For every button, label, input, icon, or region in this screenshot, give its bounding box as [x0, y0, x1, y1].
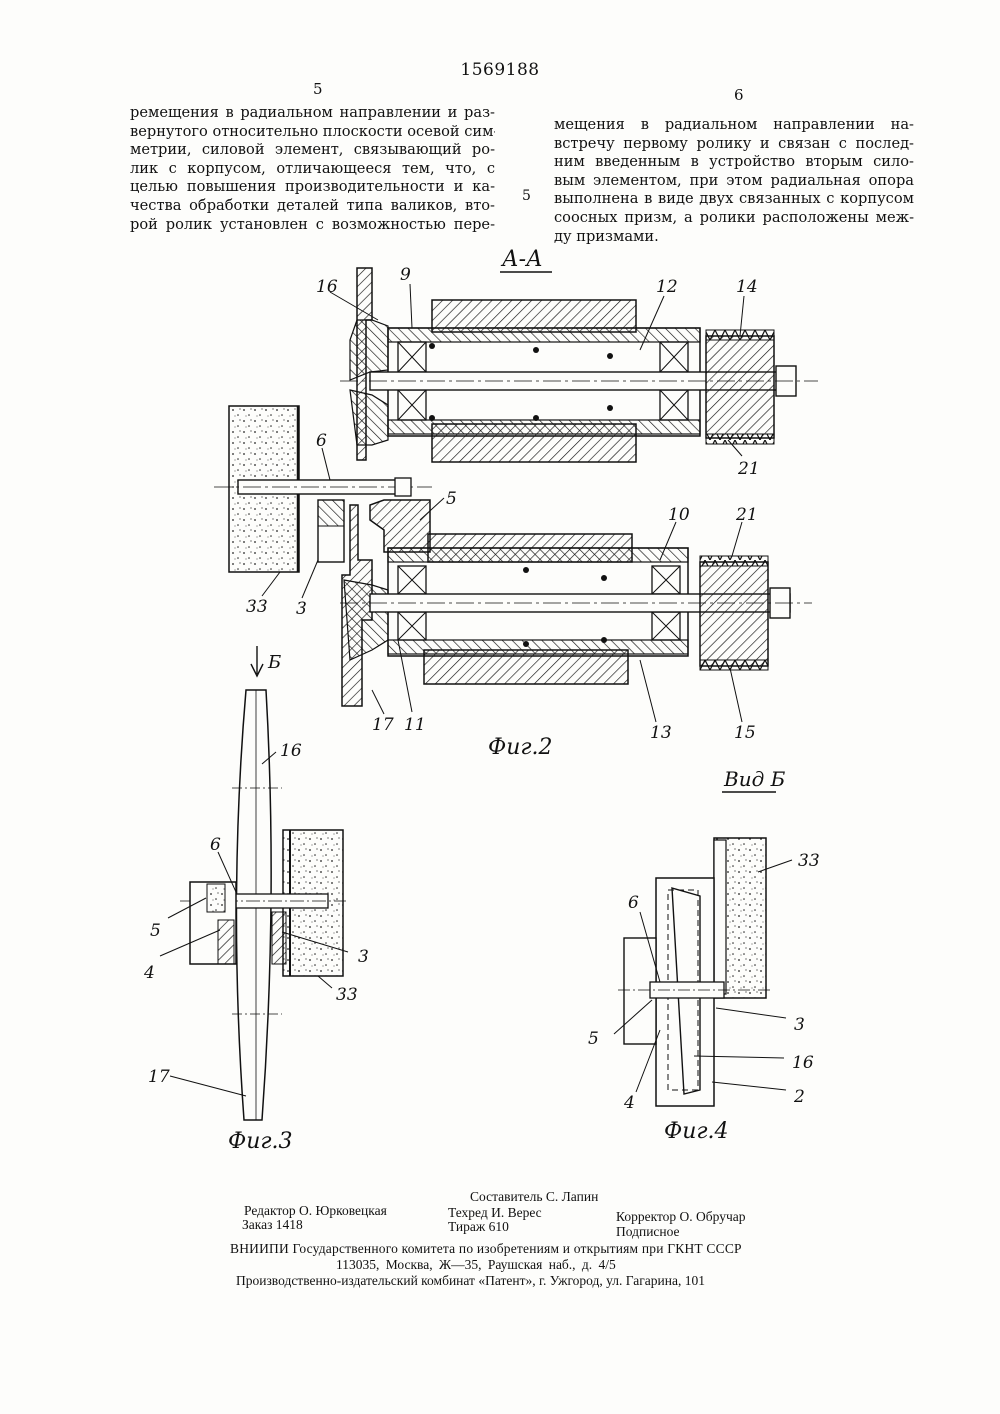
callout-label: 5	[150, 921, 161, 941]
org-line: ВНИИПИ Государственного комитета по изоб…	[230, 1241, 742, 1257]
circulation: Тираж 610	[448, 1219, 509, 1235]
figure-2: А-А	[214, 247, 818, 760]
org-address: 113035, Москва, Ж—35, Раушская наб., д. …	[336, 1257, 616, 1273]
figure-caption: Фиг.3	[228, 1129, 293, 1154]
callout-label: 9	[400, 265, 411, 285]
callout-label: 33	[798, 851, 820, 871]
figure-caption: Фиг.4	[664, 1119, 729, 1144]
callout-label: 21	[737, 459, 760, 479]
callout-label: 17	[372, 715, 394, 735]
prism-support	[370, 500, 430, 552]
callout-label: 4	[143, 963, 155, 983]
callout-label: 2	[793, 1087, 805, 1107]
callout-label: 21	[735, 505, 758, 525]
callout-label: 5	[588, 1029, 599, 1049]
callout-label: 6	[316, 431, 327, 451]
callout-label: 13	[650, 723, 672, 743]
view-label: Вид Б	[723, 767, 786, 791]
view-arrow-label: Б	[267, 652, 281, 673]
figure-caption: Фиг.2	[488, 735, 553, 760]
callout-label: 12	[656, 277, 678, 297]
pulley-lower	[700, 562, 768, 666]
compiler: Составитель С. Лапин	[470, 1189, 598, 1205]
callout-label: 16	[280, 741, 302, 761]
callout-label: 6	[628, 893, 639, 913]
callout-label: 4	[623, 1093, 635, 1113]
callout-label: 11	[404, 715, 426, 735]
callout-label: 3	[296, 599, 307, 619]
callout-label: 16	[316, 277, 338, 297]
callout-label: 33	[336, 985, 358, 1005]
figure-4: Вид Б 33 6 3 5	[588, 767, 820, 1144]
callout-label: 5	[446, 489, 457, 509]
corrector: Корректор О. Обручар	[616, 1209, 746, 1225]
subscription: Подписное	[616, 1224, 680, 1240]
callout-label: 14	[736, 277, 758, 297]
callout-label: 10	[668, 505, 690, 525]
section-label: А-А	[500, 247, 543, 272]
callout-label: 3	[358, 947, 369, 967]
callout-label: 33	[246, 597, 268, 617]
callout-label: 17	[148, 1067, 170, 1087]
roller-upper	[432, 300, 636, 332]
publisher: Производственно-издательский комбинат «П…	[236, 1273, 705, 1289]
callout-label: 3	[794, 1015, 805, 1035]
callout-label: 15	[734, 723, 756, 743]
callout-label: 16	[792, 1053, 814, 1073]
order-number: Заказ 1418	[242, 1217, 303, 1233]
figure-3: Б 16 6 5	[143, 646, 369, 1154]
pulley-upper	[706, 336, 774, 438]
callout-label: 6	[210, 835, 221, 855]
